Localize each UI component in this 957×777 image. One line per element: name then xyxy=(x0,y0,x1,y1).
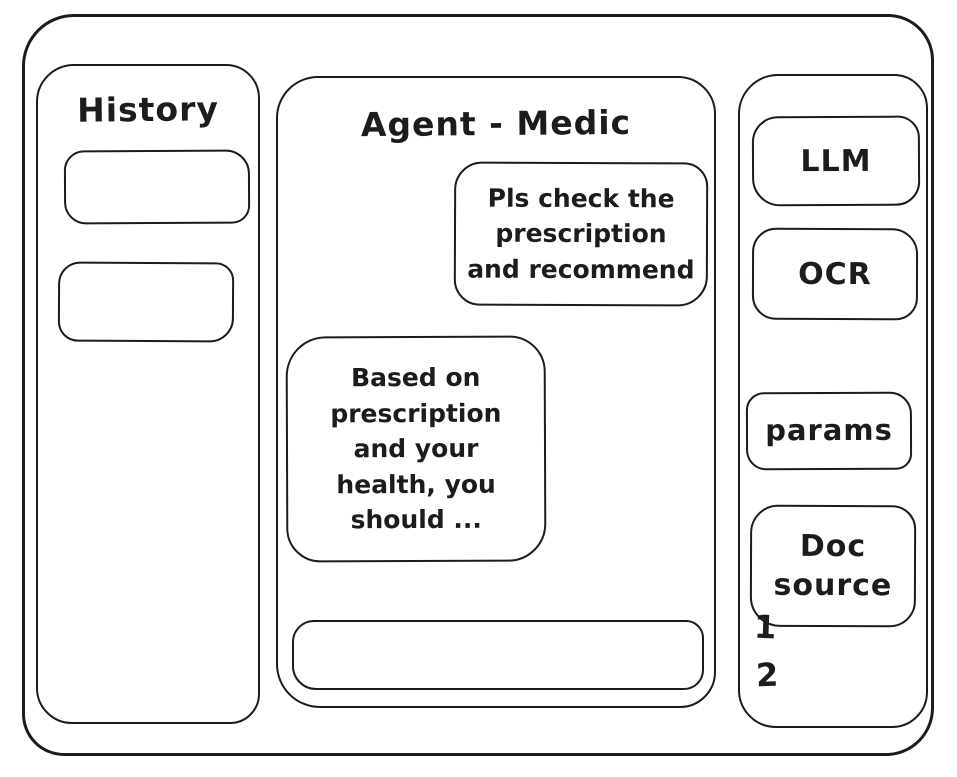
history-item[interactable] xyxy=(63,149,251,225)
assistant-message-bubble: Based on prescription and your health, y… xyxy=(285,335,547,563)
user-message-bubble: Pls check the prescription and recommend xyxy=(453,161,709,307)
chat-panel: Agent - Medic Pls check the prescription… xyxy=(276,76,716,708)
chat-title: Agent - Medic xyxy=(360,102,632,145)
doc-source-item-1[interactable]: 1 xyxy=(753,607,777,647)
history-item[interactable] xyxy=(57,261,235,343)
history-panel: History xyxy=(36,64,260,724)
history-title: History xyxy=(76,89,220,130)
llm-button[interactable]: LLM xyxy=(751,115,921,207)
params-button[interactable]: params xyxy=(745,391,913,471)
ocr-button[interactable]: OCR xyxy=(751,227,919,321)
chat-input[interactable] xyxy=(292,620,704,690)
doc-source-item-2[interactable]: 2 xyxy=(755,655,779,695)
tools-panel: LLM OCR params Doc source 1 2 xyxy=(738,74,928,728)
